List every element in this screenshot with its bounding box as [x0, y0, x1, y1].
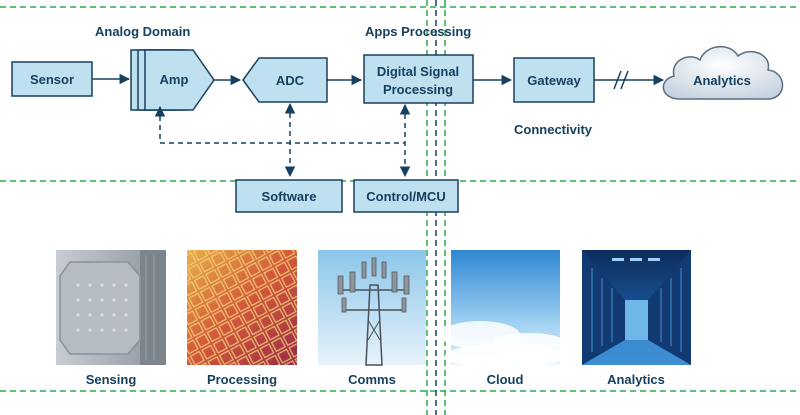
photo-cloud: [440, 250, 568, 368]
heading-apps-processing: Apps Processing: [365, 24, 471, 39]
amp-label: Amp: [160, 72, 189, 87]
gateway-label: Gateway: [527, 73, 581, 88]
gateway-block: Gateway: [513, 57, 595, 103]
control-mcu-label: Control/MCU: [366, 189, 445, 204]
control-bus-dashed: [154, 105, 405, 144]
dsp-label-line2: Processing: [383, 82, 453, 97]
sensor-block: Sensor: [11, 61, 93, 97]
photo-cloud-label: Cloud: [487, 372, 524, 387]
software-label: Software: [262, 189, 317, 204]
photo-comms: [318, 250, 426, 366]
dsp-block: Digital Signal Processing: [363, 54, 474, 104]
link-break-mark-1: [613, 70, 622, 90]
photo-sensing-label: Sensing: [86, 372, 137, 387]
dsp-label-line1: Digital Signal: [377, 64, 459, 79]
software-block: Software: [235, 179, 343, 213]
adc-label: ADC: [276, 73, 305, 88]
photo-analytics: [582, 250, 691, 365]
sensor-label: Sensor: [30, 72, 74, 87]
adc-block: ADC: [242, 57, 328, 103]
link-break-mark-2: [620, 70, 629, 90]
photo-analytics-label: Analytics: [607, 372, 665, 387]
heading-connectivity: Connectivity: [514, 122, 593, 137]
control-mcu-block: Control/MCU: [353, 179, 459, 213]
analytics-cloud: Analytics: [662, 46, 784, 100]
heading-analog-domain: Analog Domain: [95, 24, 190, 39]
photo-comms-label: Comms: [348, 372, 396, 387]
photo-sensing: [56, 250, 166, 365]
analytics-cloud-label: Analytics: [693, 73, 751, 88]
photo-processing-label: Processing: [207, 372, 277, 387]
amp-block: Amp: [130, 49, 215, 111]
photo-processing: [187, 250, 297, 365]
